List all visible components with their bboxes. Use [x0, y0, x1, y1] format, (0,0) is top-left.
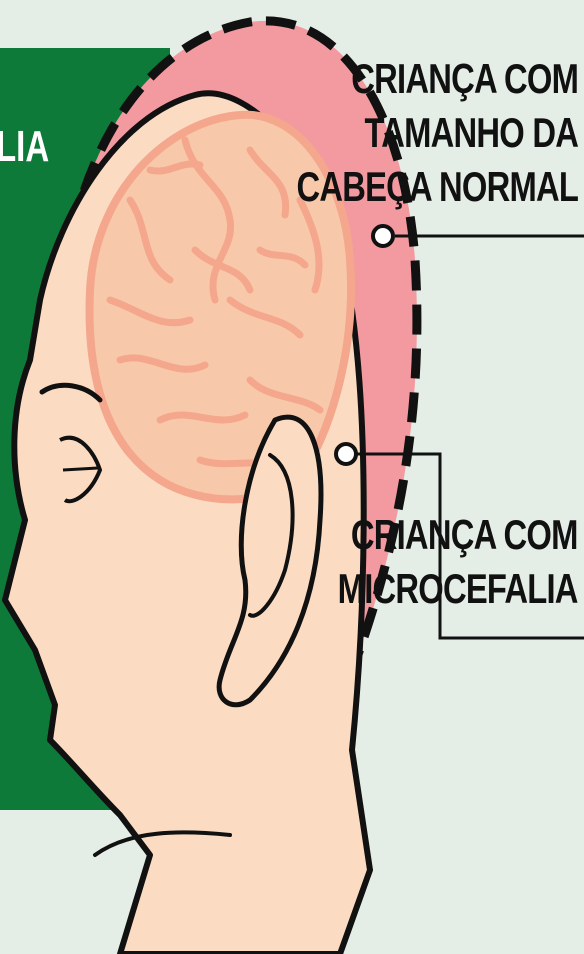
callout-dot-micro	[336, 444, 356, 464]
label-normal-line3: CABEÇA NORMAL	[296, 160, 578, 214]
label-micro-line1: CRIANÇA COM	[338, 508, 578, 562]
label-normal-line1: CRIANÇA COM	[296, 52, 578, 106]
label-microcephaly: CRIANÇA COM MICROCEFALIA	[338, 508, 578, 616]
side-panel-text: LIA	[0, 122, 49, 172]
label-normal-head: CRIANÇA COM TAMANHO DA CABEÇA NORMAL	[296, 52, 578, 214]
label-normal-line2: TAMANHO DA	[296, 106, 578, 160]
callout-dot-normal	[373, 226, 393, 246]
label-micro-line2: MICROCEFALIA	[338, 562, 578, 616]
eyelashes	[63, 468, 98, 470]
